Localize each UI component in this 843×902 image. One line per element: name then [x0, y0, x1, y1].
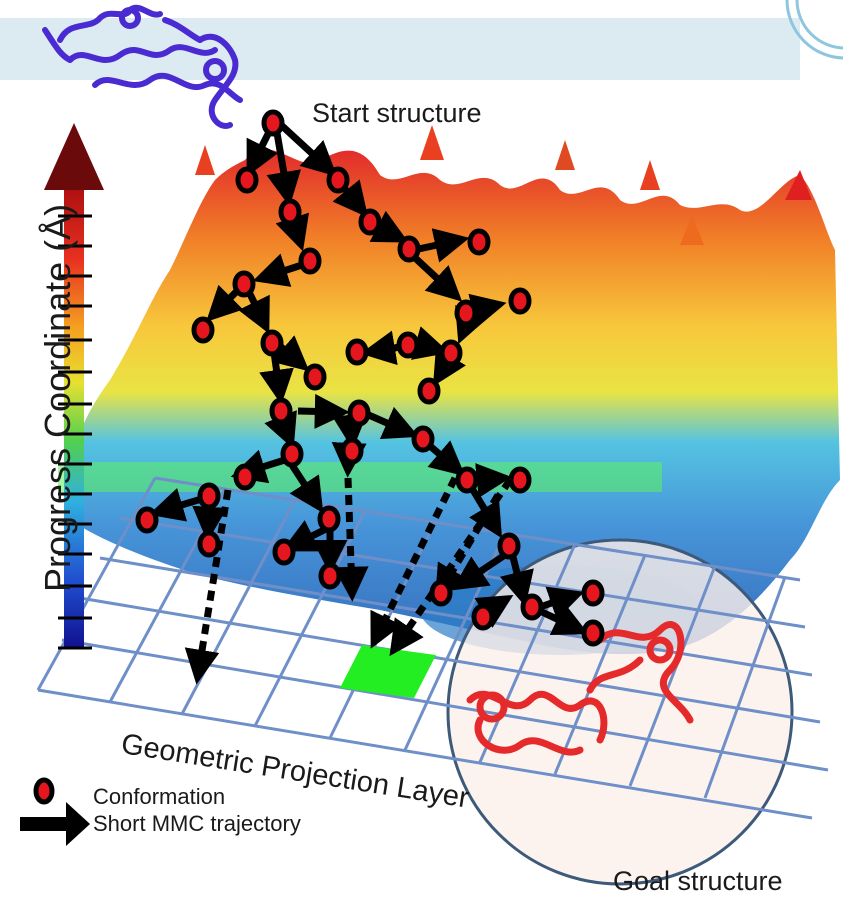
start-structure-label: Start structure — [312, 98, 482, 128]
goal-structure-label: Goal structure — [613, 866, 783, 896]
header-banner — [0, 18, 800, 80]
landscape-peaks — [195, 125, 812, 245]
goal-protein-icon — [466, 621, 694, 756]
legend-conformation-label: Conformation — [93, 784, 226, 809]
progress-coordinate-axis-label: Progress Coordinate (Å) — [37, 203, 78, 592]
scale-arrow-head — [44, 123, 104, 190]
highlighted-grid-cell — [340, 645, 436, 698]
progress-coordinate-scale — [44, 123, 104, 650]
conformation-nodes — [135, 109, 605, 647]
start-protein-icon — [42, 4, 243, 129]
trajectory-arrow-icon — [20, 802, 90, 846]
conformation-icon — [33, 777, 55, 805]
legend-trajectory-label: Short MMC trajectory — [93, 811, 301, 836]
trajectory-arrows — [148, 121, 589, 636]
